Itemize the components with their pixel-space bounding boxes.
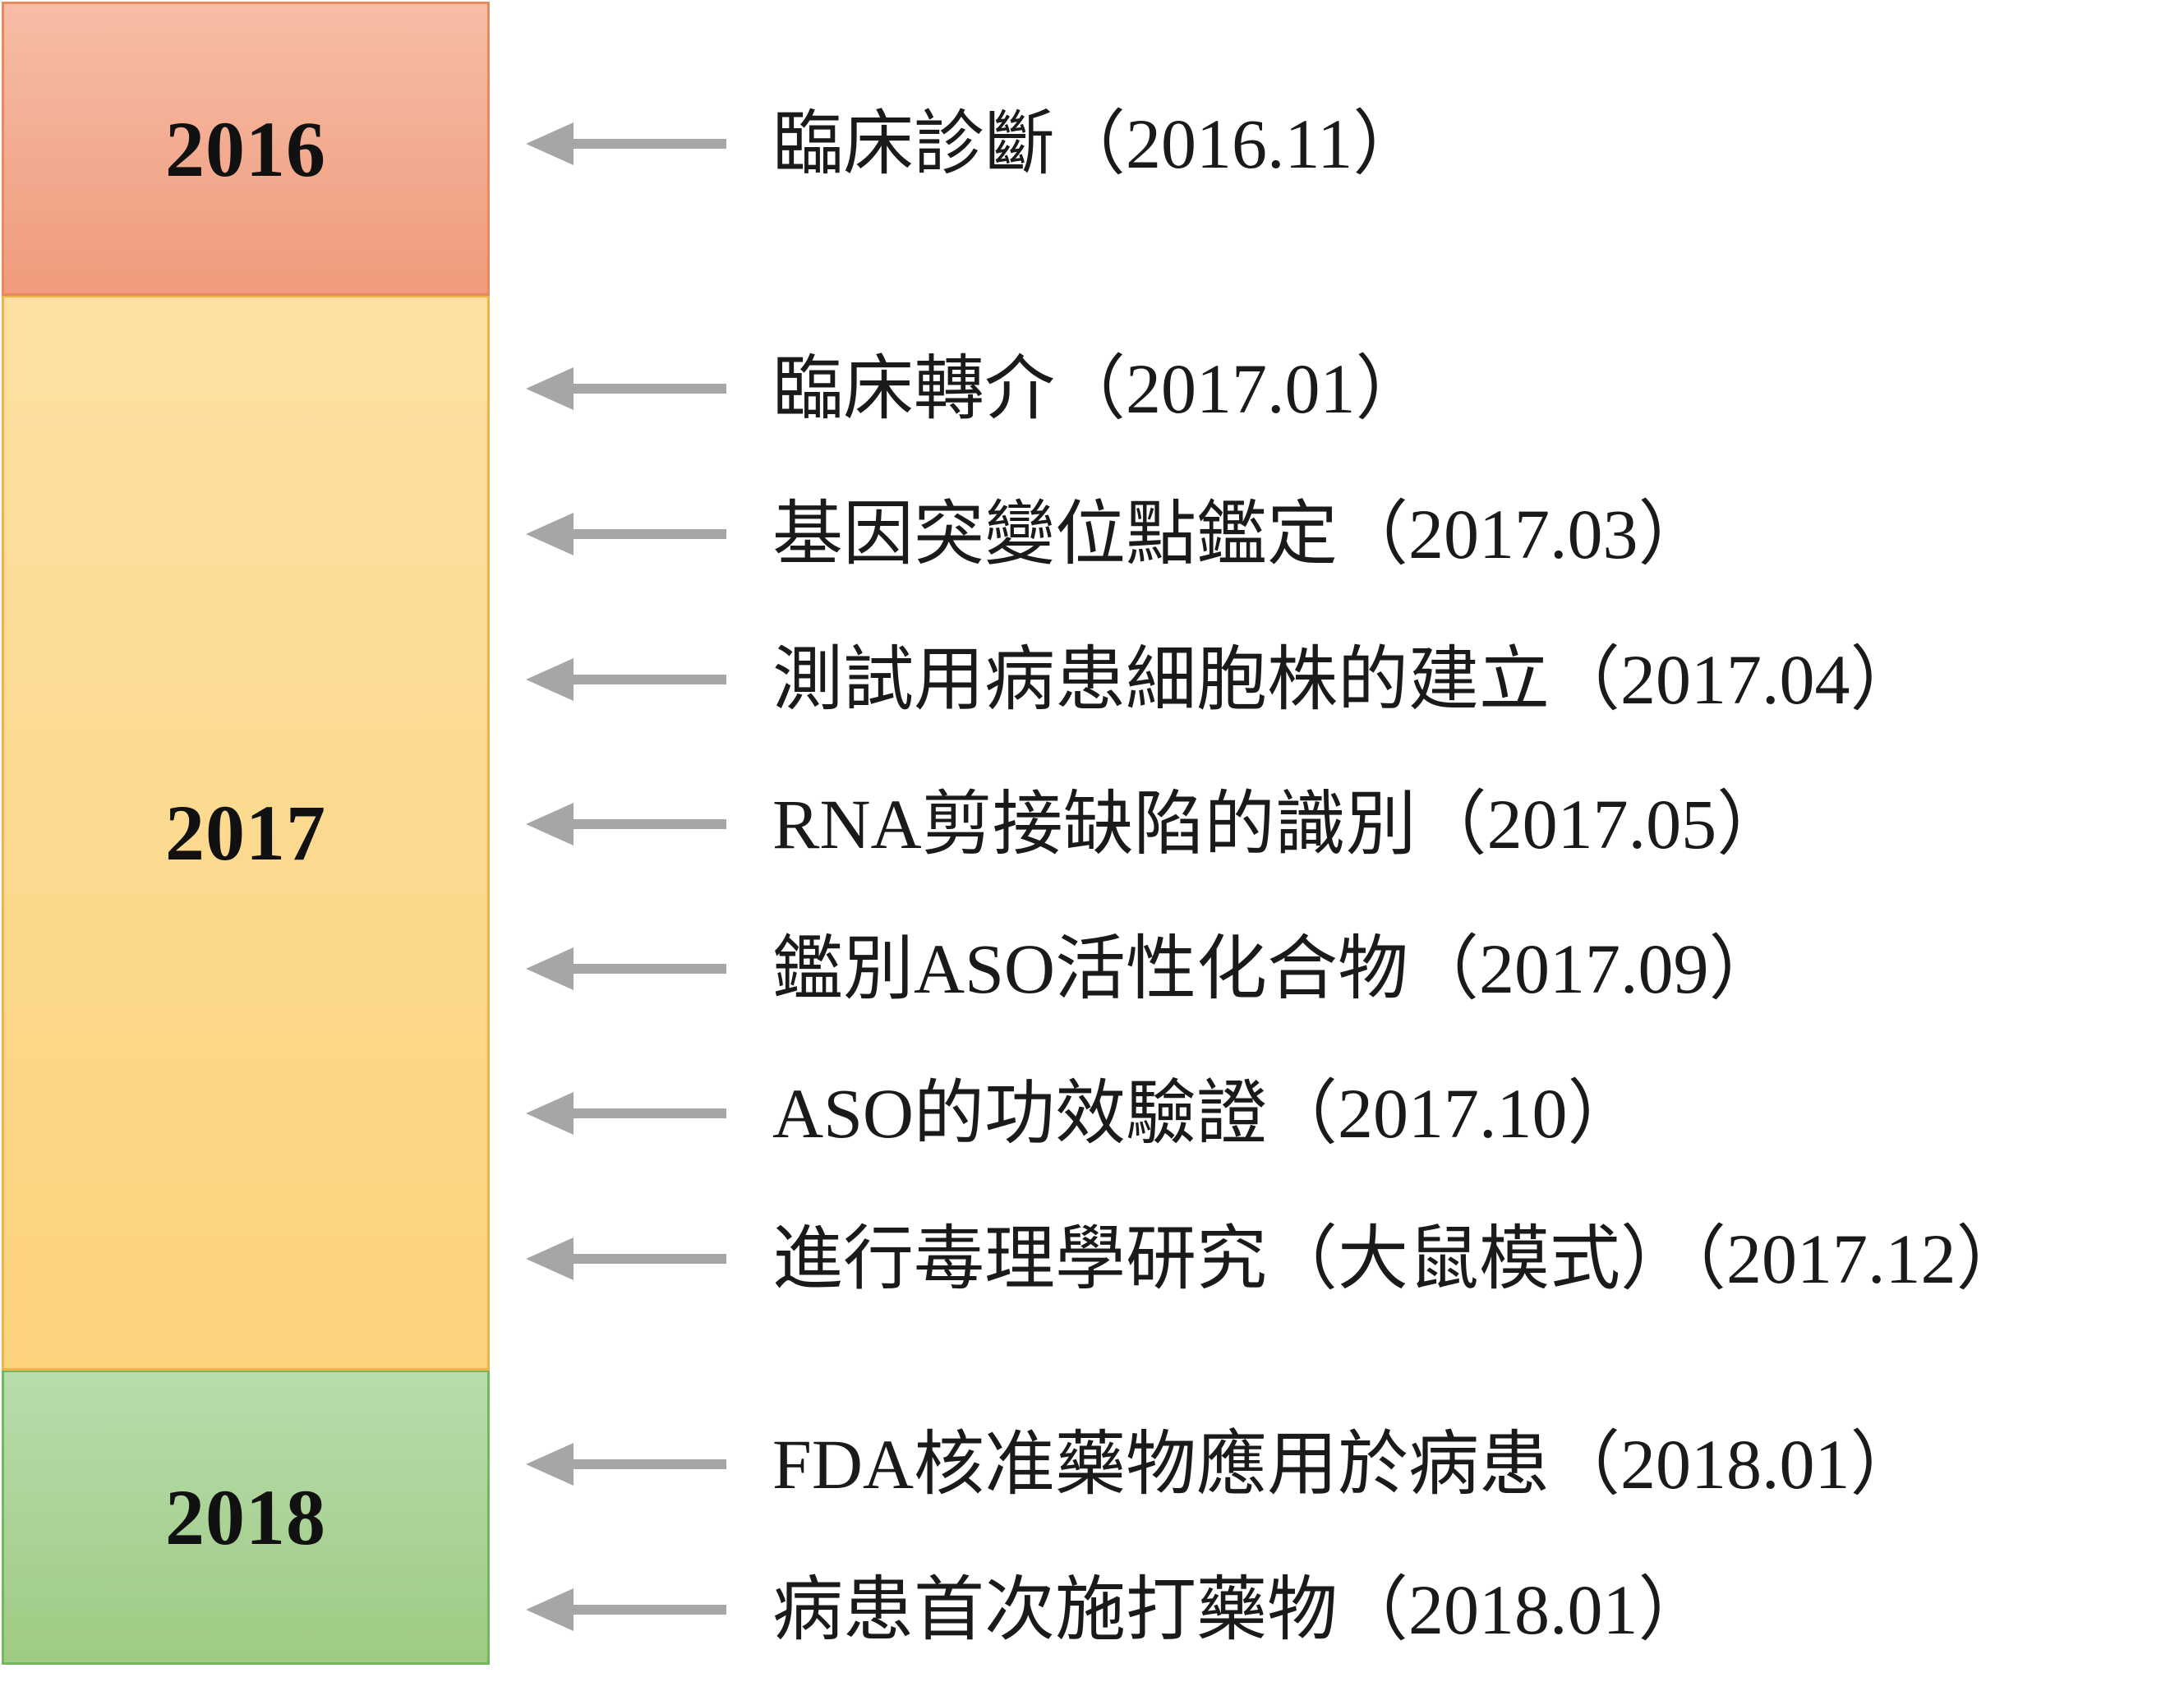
year-block-2018: 2018 xyxy=(2,1371,490,1665)
left-arrow-icon xyxy=(526,364,726,413)
event-text: 鑑別ASO活性化合物（2017.09） xyxy=(772,929,1780,1008)
left-arrow-icon xyxy=(526,119,726,168)
left-arrow-icon xyxy=(526,1089,726,1138)
event-text: RNA剪接缺陷的識別（2017.05） xyxy=(772,785,1788,864)
event-text: FDA核准藥物應用於病患（2018.01） xyxy=(772,1425,1921,1504)
event-text: 測試用病患細胞株的建立（2017.04） xyxy=(772,640,1921,719)
event-row: FDA核准藥物應用於病患（2018.01） xyxy=(526,1419,1921,1509)
left-arrow-icon xyxy=(526,1234,726,1283)
year-block-2016: 2016 xyxy=(2,2,490,296)
year-label: 2018 xyxy=(165,1473,326,1561)
event-text: 進行毒理學研究（大鼠模式）（2017.12） xyxy=(772,1219,2027,1298)
left-arrow-icon xyxy=(526,1440,726,1489)
event-text: 病患首次施打藥物（2018.01） xyxy=(772,1570,1709,1649)
event-row: 進行毒理學研究（大鼠模式）（2017.12） xyxy=(526,1214,2027,1304)
year-block-2017: 2017 xyxy=(2,296,490,1371)
event-text: 臨床轉介（2017.01） xyxy=(772,349,1426,428)
left-arrow-icon xyxy=(526,655,726,704)
left-arrow-icon xyxy=(526,800,726,849)
left-arrow-icon xyxy=(526,944,726,993)
event-text: 臨床診斷（2016.11） xyxy=(772,104,1424,183)
event-row: 鑑別ASO活性化合物（2017.09） xyxy=(526,924,1780,1014)
left-arrow-icon xyxy=(526,1585,726,1634)
year-label: 2016 xyxy=(165,104,326,193)
event-row: 臨床轉介（2017.01） xyxy=(526,343,1426,434)
event-text: 基因突變位點鑑定（2017.03） xyxy=(772,495,1709,574)
event-row: 病患首次施打藥物（2018.01） xyxy=(526,1564,1709,1655)
year-label: 2017 xyxy=(165,789,326,877)
event-row: 測試用病患細胞株的建立（2017.04） xyxy=(526,634,1921,725)
left-arrow-icon xyxy=(526,509,726,559)
event-row: 臨床診斷（2016.11） xyxy=(526,99,1423,189)
event-text: ASO的功效驗證（2017.10） xyxy=(772,1074,1638,1153)
event-row: ASO的功效驗證（2017.10） xyxy=(526,1068,1638,1159)
event-row: RNA剪接缺陷的識別（2017.05） xyxy=(526,779,1787,869)
event-row: 基因突變位點鑑定（2017.03） xyxy=(526,489,1709,579)
